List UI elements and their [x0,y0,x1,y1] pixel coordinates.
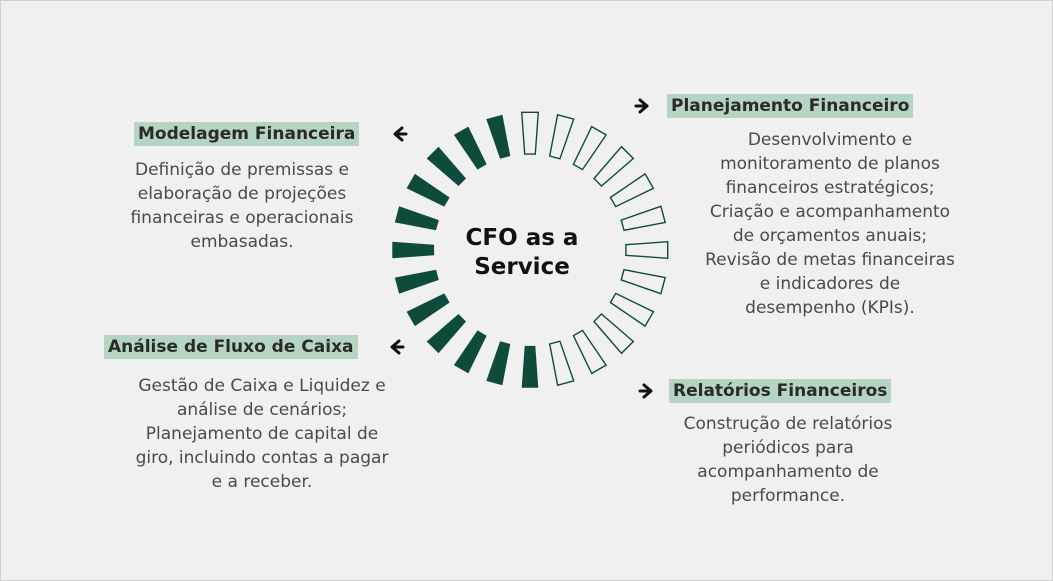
ring-segment-outline [572,125,608,171]
ring-segment-filled [521,345,539,388]
ring-segment-filled [394,206,439,231]
ring-segment-filled [426,314,466,354]
heading-modelagem-financeira: Modelagem Financeira [134,122,360,146]
desc-relatorios-financeiros: Construção de relatórios periódicos para… [683,414,893,506]
cfo-ring [392,111,669,388]
heading-planejamento-financeiro: Planejamento Financeiro [667,94,914,118]
ring-segment-outline [520,111,540,155]
ring-segment-filled [486,341,511,386]
ring-segment-filled [486,114,511,159]
ring-segment-filled [453,330,487,374]
ring-segment-outline [548,113,575,160]
ring-segment-filled [406,293,450,327]
ring-segment-outline [548,340,575,387]
arrow-right-icon [634,98,649,114]
ring-segment-filled [392,241,435,259]
arrow-left-icon [393,126,408,142]
desc-analise-fluxo-caixa: Gestão de Caixa e Liquidez e análise de … [135,376,389,492]
ring-segment-filled [394,269,439,294]
heading-analise-fluxo-caixa: Análise de Fluxo de Caixa [104,335,358,359]
ring-segment-outline [593,313,635,355]
arrow-right-icon [638,383,653,399]
ring-segment-outline [609,172,655,208]
ring-segment-filled [406,173,450,207]
ring-segment-filled [453,126,487,170]
heading-relatorios-financeiros: Relatórios Financeiros [669,379,892,403]
ring-segment-outline [620,205,667,232]
ring-segment-outline [593,145,635,187]
center-title: CFO as a Service [465,225,579,280]
ring-segment-outline [620,268,667,295]
desc-modelagem-financeira: Definição de premissas e elaboração de p… [130,160,354,252]
ring-segment-filled [426,146,466,186]
arrow-left-icon [390,339,405,355]
ring-segment-outline [572,329,608,375]
ring-segment-outline [625,240,669,260]
desc-planejamento-financeiro: Desenvolvimento e monitoramento de plano… [705,130,955,318]
ring-segment-outline [609,292,655,328]
